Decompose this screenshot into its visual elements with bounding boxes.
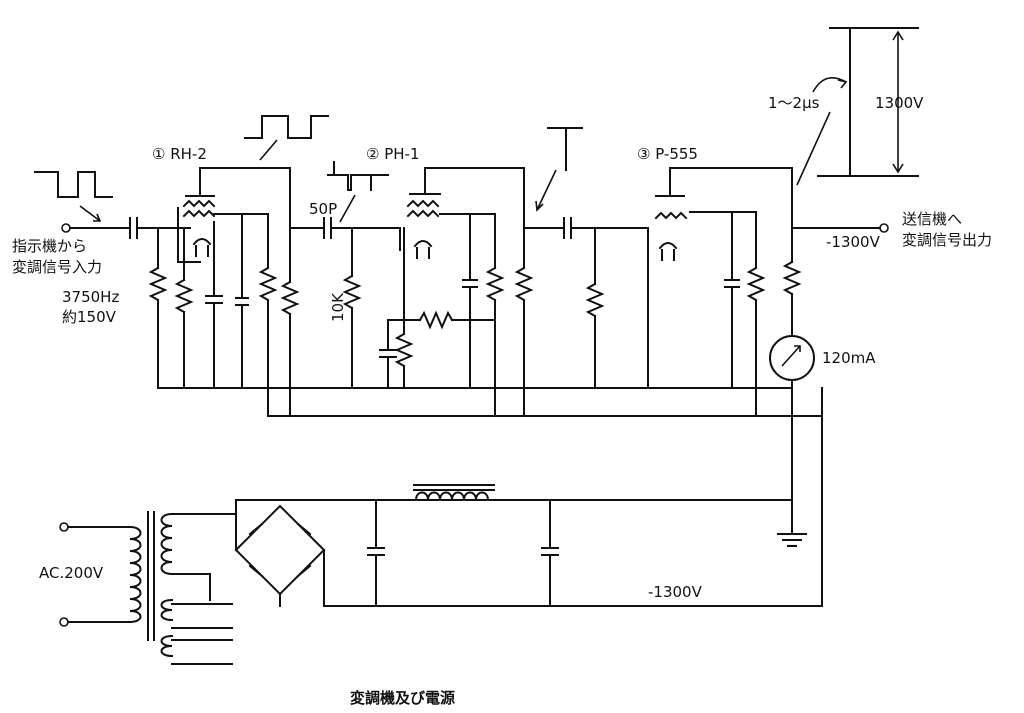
output-label-1: 送信機へ	[902, 210, 962, 228]
res-10k-label: 10K	[329, 292, 347, 322]
input-waveform	[34, 171, 113, 222]
input-label-2: 変調信号入力	[12, 258, 102, 276]
ph1-output-pulse	[535, 127, 583, 212]
tube1-label: ① RH-2	[152, 145, 207, 163]
interstage-link	[514, 167, 649, 417]
output-volt: -1300V	[826, 233, 881, 251]
dc-output-label: -1300V	[648, 583, 703, 601]
meter-label: 120mA	[822, 349, 876, 367]
tube-ph1	[379, 167, 525, 417]
tube2-label: ② PH-1	[366, 145, 420, 163]
tube3-label: ③ P-555	[637, 145, 698, 163]
coupling-stage	[280, 167, 401, 417]
tube-p555	[647, 167, 889, 417]
ac-input-label: AC.200V	[39, 564, 104, 582]
diagram-caption: 変調機及び電源	[350, 689, 455, 707]
cap-50p-label: 50P	[309, 200, 337, 218]
input-freq: 3750Hz	[62, 288, 119, 306]
output-pulse	[796, 27, 919, 186]
tube-rh2	[174, 167, 823, 417]
pulse-amp-label: 1300V	[875, 94, 924, 112]
input-volt: 約150V	[62, 308, 117, 326]
rh2-waveform	[244, 115, 329, 161]
power-supply	[59, 484, 823, 665]
output-label-2: 変調信号出力	[902, 231, 992, 249]
meter-120ma	[769, 335, 815, 547]
ph1-waveform	[327, 161, 389, 223]
input-label-1: 指示機から	[12, 237, 87, 255]
pulse-width-label: 1～2μs	[768, 94, 820, 112]
